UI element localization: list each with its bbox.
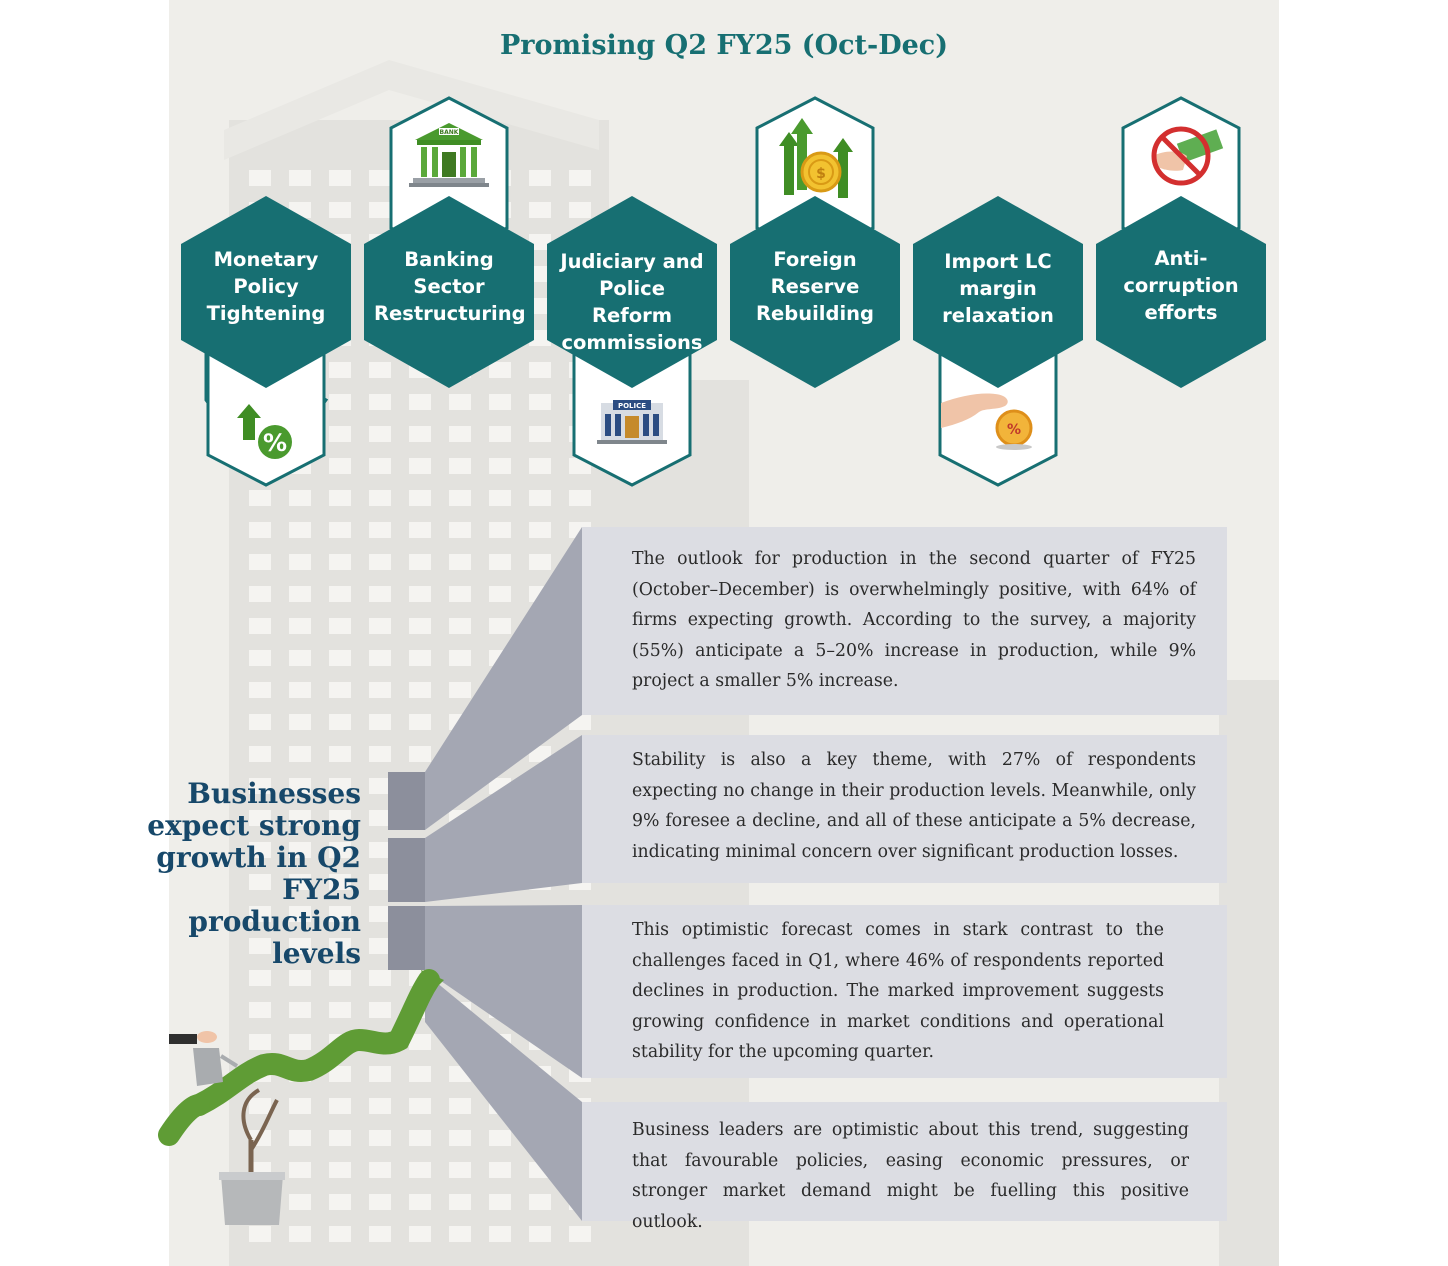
text-panel-4 [582, 1102, 1227, 1221]
paragraph-1: The outlook for production in the second… [632, 549, 1196, 691]
infographic-page: Promising Q2 FY25 (Oct-Dec) % BANK [147, 0, 1279, 1266]
watering-can-illustration [169, 1031, 239, 1086]
growing-plant-illustration [158, 969, 444, 1225]
paragraph-2: Stability is also a key theme, with 27% … [632, 750, 1196, 862]
text-panel-3 [582, 905, 1227, 1078]
connector-4 [425, 973, 582, 1221]
paragraph-3: This optimistic forecast comes in stark … [632, 920, 1164, 1062]
paragraph-4: Business leaders are optimistic about th… [632, 1120, 1189, 1232]
panels-graphic [158, 527, 1227, 1225]
connector-3 [388, 905, 582, 1078]
page-title: Promising Q2 FY25 (Oct-Dec) [499, 30, 949, 61]
connector-1 [388, 527, 582, 830]
text-panel-1 [582, 527, 1227, 715]
headline: Businesses expect strong growth in Q2 FY… [147, 777, 361, 970]
text-panel-2 [582, 735, 1227, 883]
connector-2 [388, 735, 582, 902]
